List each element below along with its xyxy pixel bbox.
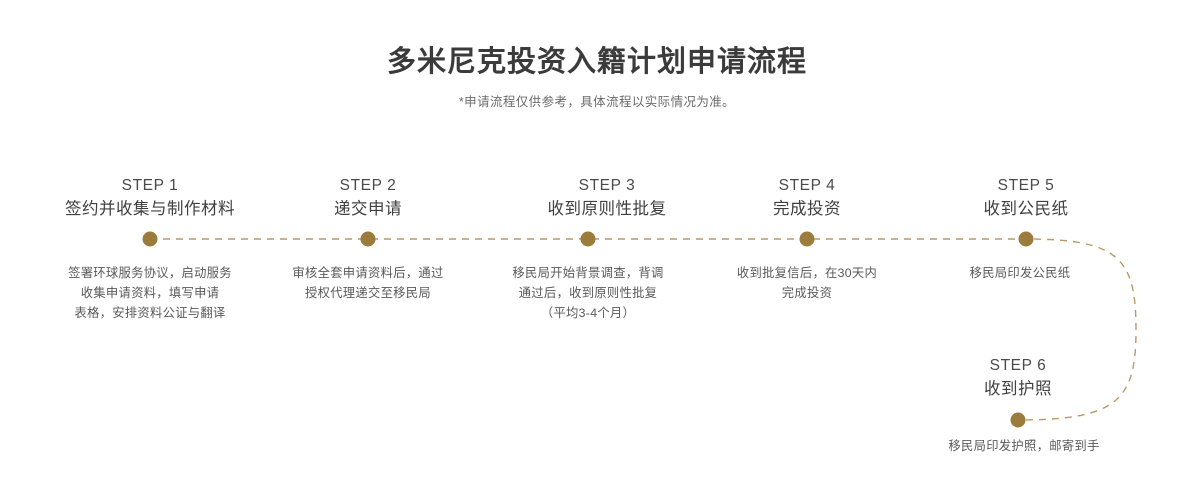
step-1-title: 签约并收集与制作材料 <box>65 200 235 218</box>
timeline-dot-step-2[interactable] <box>360 231 376 247</box>
step-6-desc-line-1: 移民局印发护照，邮寄到手 <box>948 439 1100 453</box>
header: 多米尼克投资入籍计划申请流程 *申请流程仅供参考，具体流程以实际情况为准。 <box>0 44 1194 110</box>
step-2-title: 递交申请 <box>334 200 402 218</box>
step-3-heading[interactable]: STEP 3 收到原则性批复 <box>548 175 667 221</box>
timeline-dot-step-6[interactable] <box>1010 412 1026 428</box>
step-3-title: 收到原则性批复 <box>547 200 667 218</box>
step-3-description: 移民局开始背景调查，背调 通过后，收到原则性批复 （平均3-4个月） <box>512 263 663 323</box>
step-1-desc-line-3: 表格，安排资料公证与翻译 <box>74 306 226 320</box>
step-4-desc-line-1: 收到批复信后，在30天内 <box>736 266 878 280</box>
step-5-desc-line-1: 移民局印发公民纸 <box>969 266 1071 280</box>
step-1-number: STEP 1 <box>121 177 179 194</box>
step-2-desc-line-2: 授权代理递交至移民局 <box>305 286 431 300</box>
step-4-number: STEP 4 <box>778 177 836 194</box>
step-1-desc-line-1: 签署环球服务协议，启动服务 <box>68 266 232 280</box>
timeline-dot-step-5[interactable] <box>1018 231 1034 247</box>
step-6-description: 移民局印发护照，邮寄到手 <box>948 436 1099 456</box>
step-4-title: 完成投资 <box>773 200 841 218</box>
step-2-number: STEP 2 <box>339 177 397 194</box>
step-3-desc-line-3: （平均3-4个月） <box>540 306 636 320</box>
step-5-description: 移民局印发公民纸 <box>970 263 1071 283</box>
step-3-desc-line-1: 移民局开始背景调查，背调 <box>512 266 664 280</box>
step-1-description: 签署环球服务协议，启动服务 收集申请资料，填写申请 表格，安排资料公证与翻译 <box>68 263 232 323</box>
step-5-title: 收到公民纸 <box>983 200 1069 218</box>
step-4-heading[interactable]: STEP 4 完成投资 <box>773 175 841 221</box>
page-subtitle: *申请流程仅供参考，具体流程以实际情况为准。 <box>458 95 736 109</box>
step-2-desc-line-1: 审核全套申请资料后，通过 <box>292 266 444 280</box>
step-6-number: STEP 6 <box>989 357 1047 374</box>
page-title: 多米尼克投资入籍计划申请流程 <box>386 46 807 78</box>
timeline-dot-step-1[interactable] <box>142 231 158 247</box>
step-5-heading[interactable]: STEP 5 收到公民纸 <box>984 175 1069 221</box>
step-1-heading[interactable]: STEP 1 签约并收集与制作材料 <box>65 175 235 221</box>
step-4-description: 收到批复信后，在30天内 完成投资 <box>737 263 877 303</box>
step-6-heading[interactable]: STEP 6 收到护照 <box>984 355 1052 401</box>
timeline-dot-step-4[interactable] <box>799 231 815 247</box>
step-5-number: STEP 5 <box>997 177 1055 194</box>
step-1-desc-line-2: 收集申请资料，填写申请 <box>80 286 220 300</box>
step-3-number: STEP 3 <box>578 177 636 194</box>
step-3-desc-line-2: 通过后，收到原则性批复 <box>518 286 658 300</box>
step-4-desc-line-2: 完成投资 <box>781 286 833 300</box>
step-2-heading[interactable]: STEP 2 递交申请 <box>334 175 402 221</box>
timeline-dot-step-3[interactable] <box>580 231 596 247</box>
step-6-title: 收到护照 <box>984 380 1052 398</box>
step-2-description: 审核全套申请资料后，通过 授权代理递交至移民局 <box>292 263 443 303</box>
